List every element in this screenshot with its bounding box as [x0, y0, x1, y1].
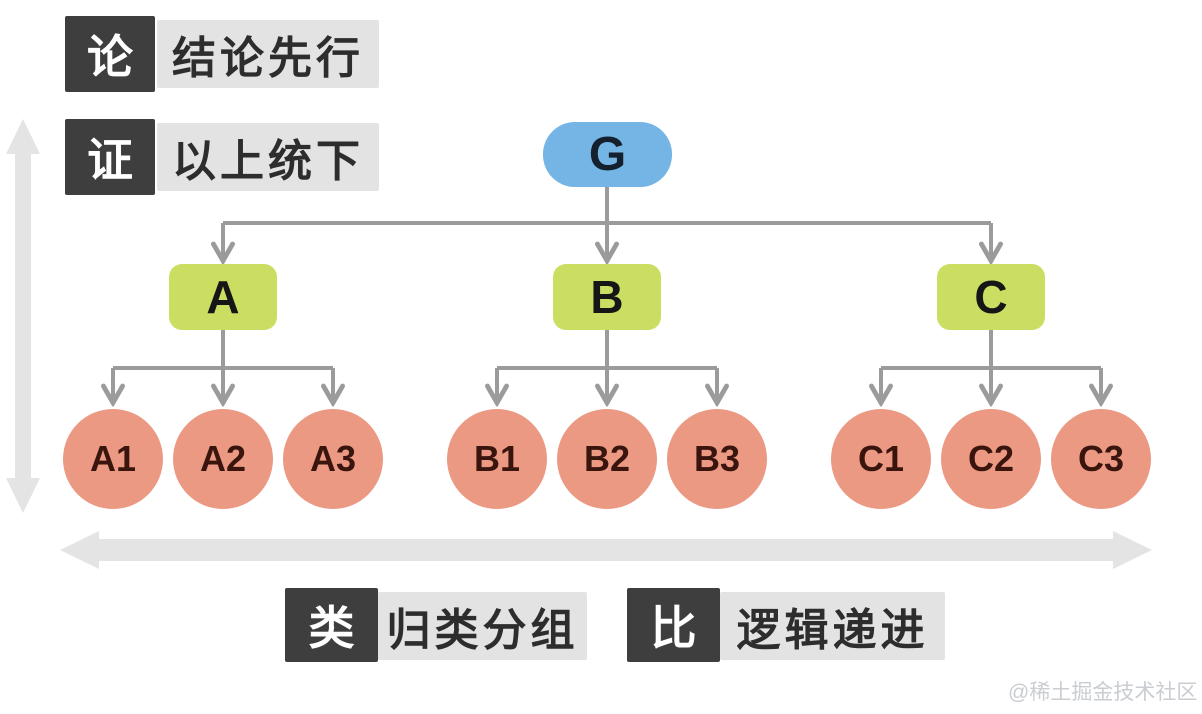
legend-label-conclusion-first: 结论先行 [157, 20, 379, 88]
node-leaf-a1: A1 [63, 409, 163, 509]
node-branch-c: C [937, 264, 1045, 330]
legend-key-proof: 证 [65, 119, 155, 195]
node-leaf-b3: B3 [667, 409, 767, 509]
node-leaf-a2: A2 [173, 409, 273, 509]
node-leaf-a3: A3 [283, 409, 383, 509]
node-leaf-c2: C2 [941, 409, 1041, 509]
legend-key-conclusion: 论 [65, 16, 155, 92]
node-branch-a: A [169, 264, 277, 330]
node-branch-b: B [553, 264, 661, 330]
watermark-text: @稀土掘金技术社区 [1008, 681, 1198, 704]
legend-label-logical-progression: 逻辑递进 [720, 592, 945, 660]
node-leaf-c3: C3 [1051, 409, 1151, 509]
legend-key-order: 比 [627, 588, 720, 662]
legend-label-top-governs-bottom: 以上统下 [157, 123, 379, 191]
vertical-axis-double-arrow [6, 119, 40, 513]
legend-key-grouping: 类 [285, 588, 378, 662]
node-root-g: G [543, 122, 672, 187]
legend-label-group-by-category: 归类分组 [378, 592, 587, 660]
node-leaf-c1: C1 [831, 409, 931, 509]
horizontal-axis-double-arrow [60, 531, 1152, 569]
node-leaf-b2: B2 [557, 409, 657, 509]
node-leaf-b1: B1 [447, 409, 547, 509]
